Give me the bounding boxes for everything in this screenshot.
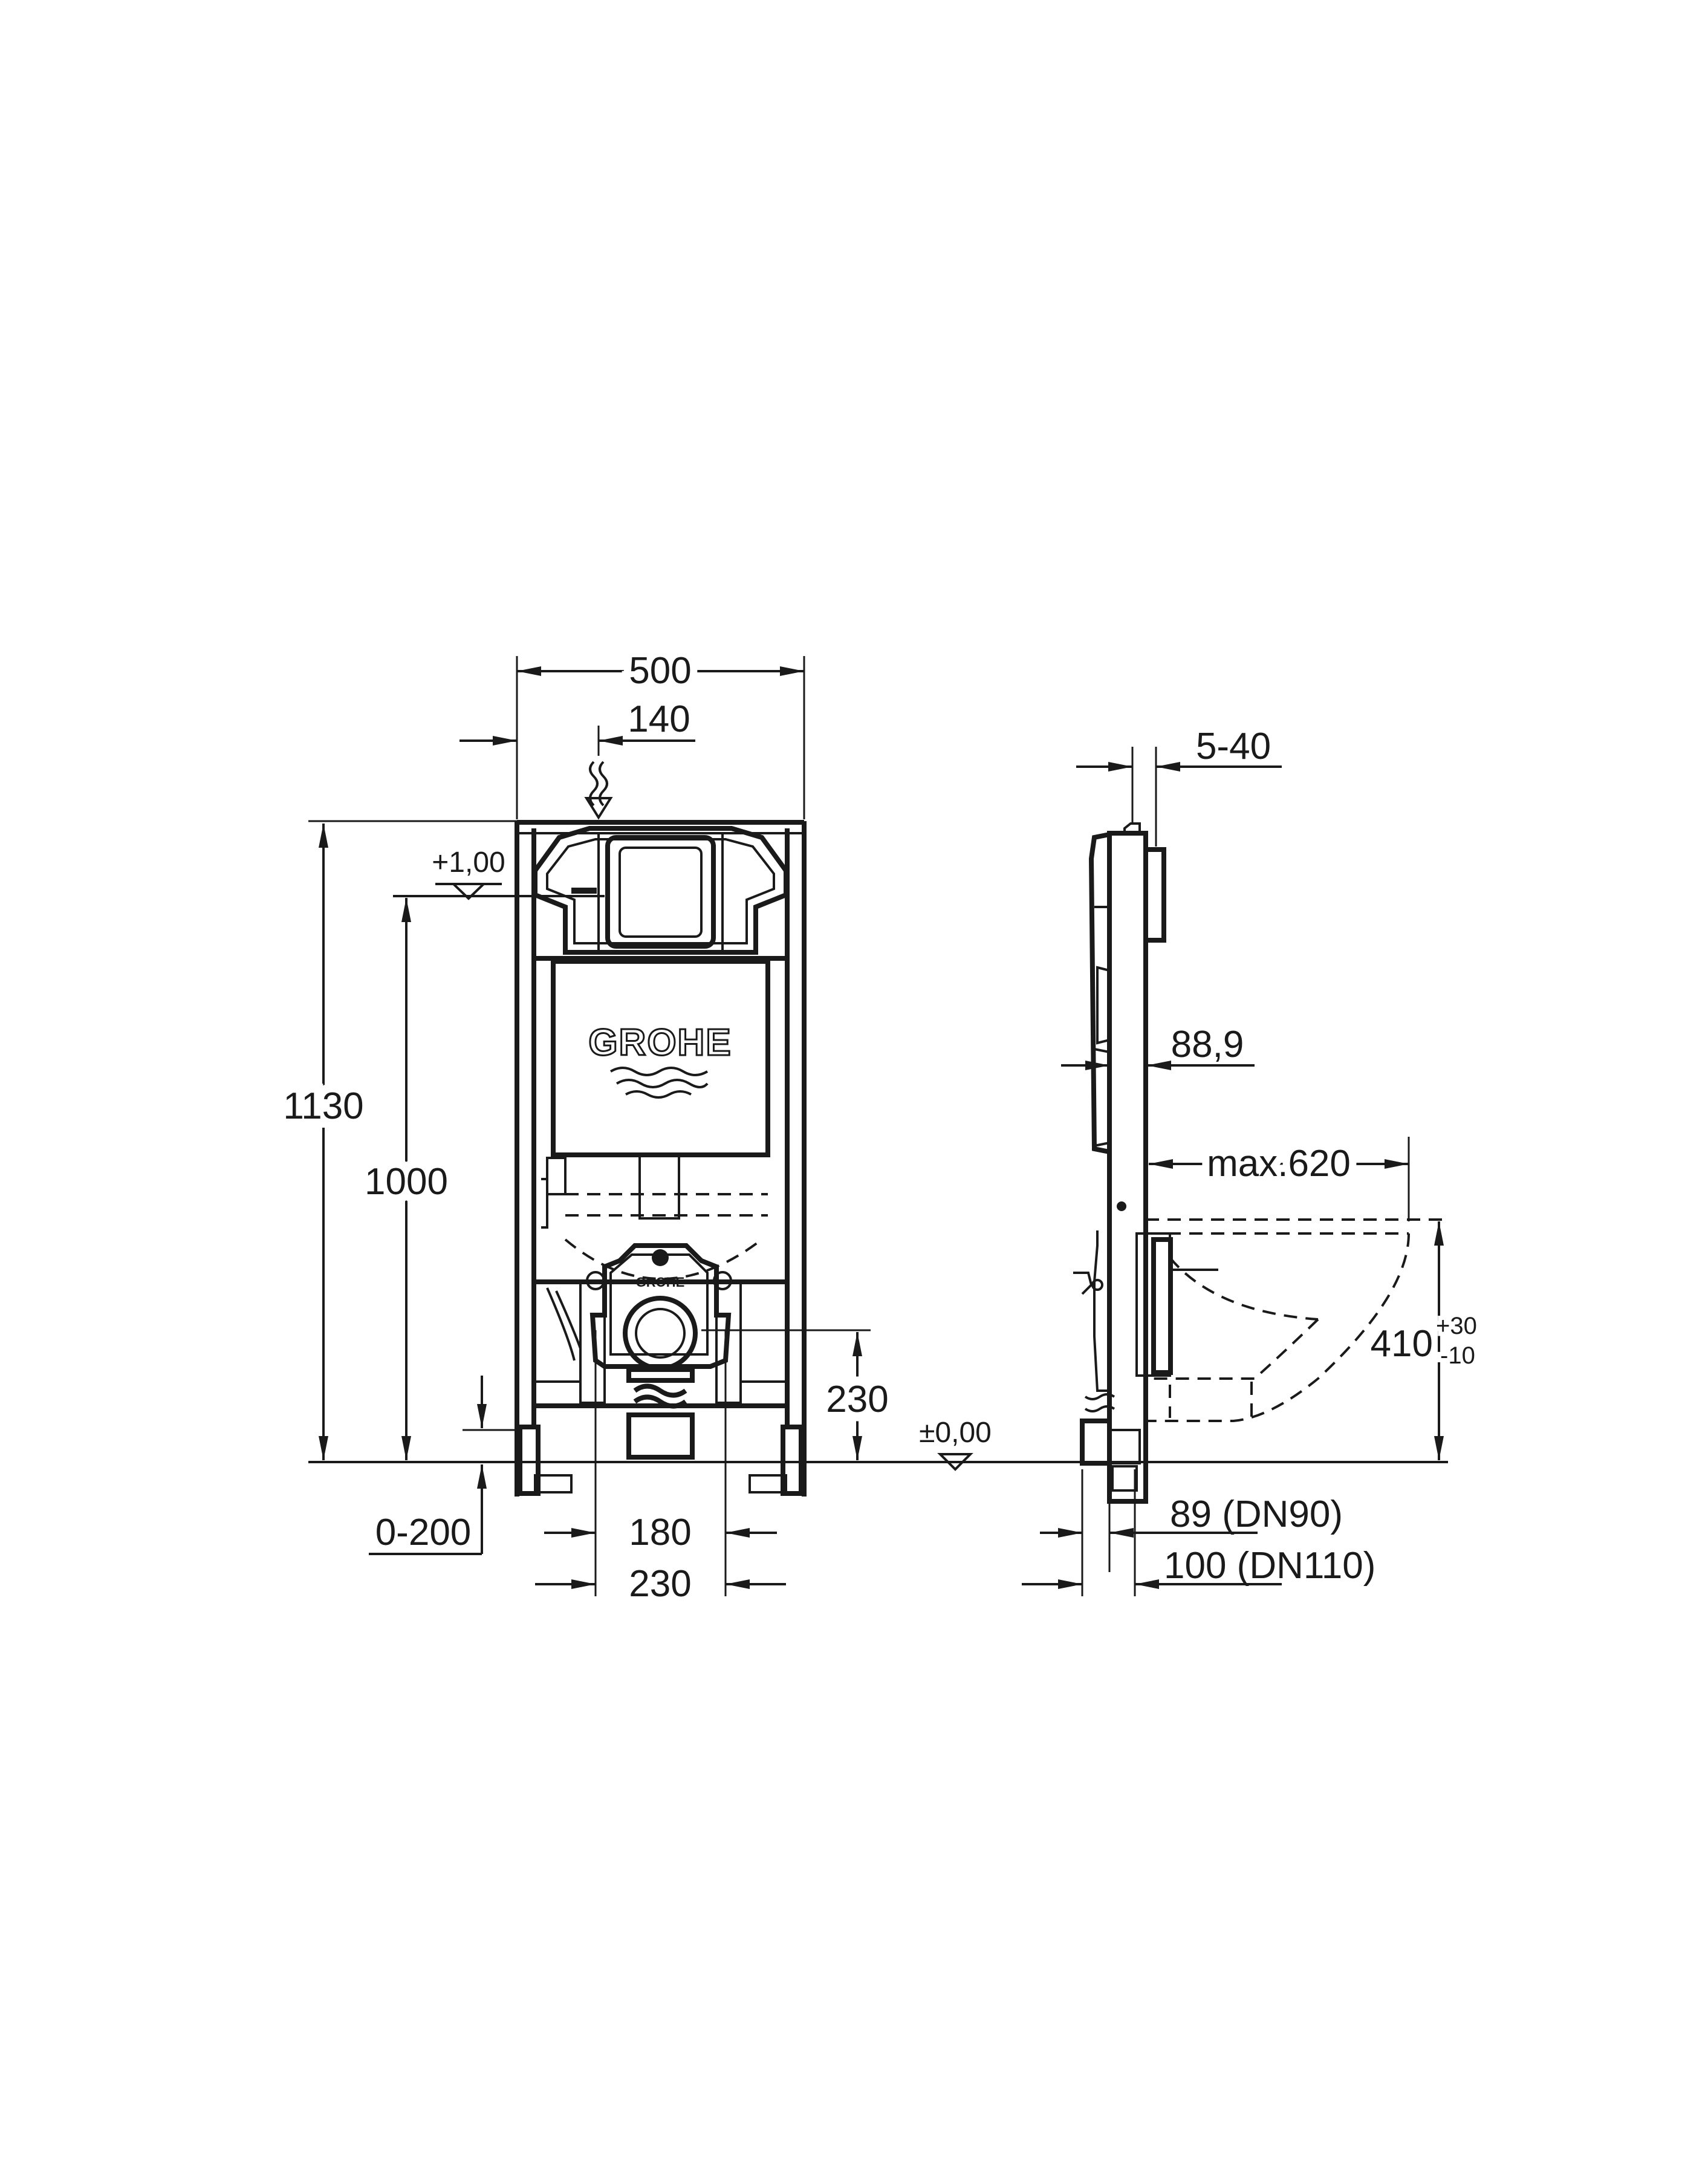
dimension-outlet-height-230: 230 [817,1332,898,1460]
svg-text:89 (DN90): 89 (DN90) [1170,1493,1343,1535]
svg-text:88,9: 88,9 [1171,1024,1244,1065]
svg-text:1130: 1130 [283,1085,363,1127]
svg-text:0-200: 0-200 [375,1512,472,1553]
dimension-seat-410: 410 +30 -10 [1365,1221,1481,1460]
dimension-width-500: 500 [517,643,804,699]
svg-text:140: 140 [628,698,690,740]
dimension-outlet-230: 230 [535,1563,786,1605]
svg-text:500: 500 [629,650,691,692]
dimension-leg-0-200: 0-200 [369,1376,487,1555]
dimension-offset-140: 140 [459,698,695,746]
level-marker-top: +1,00 [393,847,605,900]
side-frame [1073,822,1218,1504]
svg-text:410: 410 [1371,1323,1433,1365]
water-inlet-symbol [584,761,613,820]
wc-outline [1146,1218,1448,1422]
svg-text:-10: -10 [1440,1342,1475,1369]
svg-text:100 (DN110): 100 (DN110) [1164,1545,1375,1587]
svg-text:230: 230 [629,1563,691,1605]
dimension-pipe-dn90: 89 (DN90) [1040,1493,1343,1538]
svg-text:180: 180 [629,1512,691,1553]
svg-text:±0,00: ±0,00 [919,1417,992,1449]
dimension-depth-88-9: 88,9 [1061,1024,1255,1070]
dimension-wall-5-40: 5-40 [1076,726,1282,772]
frame-outline [515,820,807,1497]
outlet-bracket: GROHE [586,1243,732,1460]
svg-text:max.620: max.620 [1207,1143,1351,1185]
svg-text:+1,00: +1,00 [432,847,505,879]
dimension-max-620: max.620 [1149,1136,1409,1192]
front-view: GROHE GROHE [274,643,1088,1605]
dimension-pipe-dn110: 100 (DN110) [1022,1545,1375,1589]
svg-text:1000: 1000 [365,1161,448,1203]
grohe-logo: GROHE [588,1021,732,1099]
level-marker-floor: ±0,00 [919,1417,992,1471]
dimension-height-1000: 1000 [356,898,457,1460]
svg-text:5-40: 5-40 [1196,726,1271,767]
dimension-outlet-180: 180 [544,1512,777,1553]
svg-text:+30: +30 [1436,1313,1477,1339]
side-view: ±0,00 [919,726,1481,1596]
flush-pipe [541,1154,768,1361]
svg-text:230: 230 [826,1379,888,1420]
svg-text:GROHE: GROHE [588,1022,732,1064]
svg-text:GROHE: GROHE [636,1275,685,1290]
cistern-top [533,826,788,961]
dimension-height-1130: 1130 [274,824,373,1460]
